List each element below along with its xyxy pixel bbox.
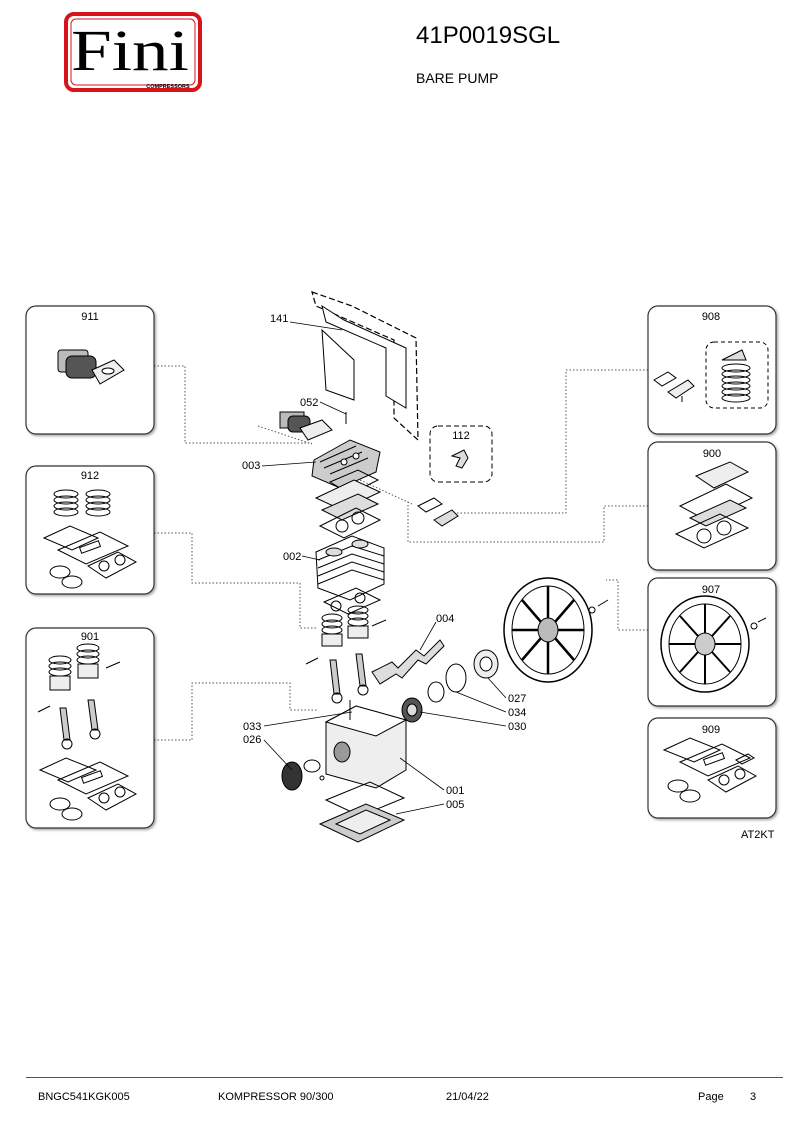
kit-label-900: 900 bbox=[703, 448, 721, 460]
kit-label-112: 112 bbox=[452, 430, 470, 442]
footer-doc-code: BNGC541KGK005 bbox=[38, 1091, 130, 1103]
kit-label-912: 912 bbox=[81, 470, 99, 482]
kit-901-parts bbox=[37, 643, 138, 821]
valve-plate-assembly bbox=[314, 469, 382, 539]
callout-002: 002 bbox=[283, 551, 301, 563]
callout-027: 027 bbox=[508, 693, 526, 705]
oil-cap bbox=[281, 759, 325, 791]
footer-date: 21/04/22 bbox=[446, 1091, 489, 1103]
kit-900-parts bbox=[674, 461, 754, 549]
crankshaft bbox=[371, 639, 445, 685]
footer-page-number: 3 bbox=[750, 1091, 757, 1103]
callout-004: 004 bbox=[436, 613, 454, 625]
footer-page-label: Page bbox=[698, 1091, 724, 1103]
callout-026: 026 bbox=[243, 734, 261, 746]
kit-907-parts bbox=[660, 595, 767, 693]
callout-033: 033 bbox=[243, 721, 261, 733]
valve-parts-052 bbox=[279, 411, 347, 441]
kit-911-parts bbox=[57, 349, 125, 385]
kit-909-parts bbox=[662, 737, 758, 803]
cylinder-block bbox=[315, 535, 385, 615]
part-description: BARE PUMP bbox=[416, 70, 499, 86]
elbow-fitting bbox=[450, 449, 469, 469]
callout-005: 005 bbox=[446, 799, 464, 811]
flywheel bbox=[503, 577, 609, 683]
kit-912-parts bbox=[42, 489, 138, 589]
callout-003: 003 bbox=[242, 460, 260, 472]
kit-label-909: 909 bbox=[702, 724, 720, 736]
cylinder-head bbox=[311, 439, 381, 489]
callout-034: 034 bbox=[508, 707, 526, 719]
logo-subtext: COMPRESSORS bbox=[146, 84, 190, 90]
pistons-and-rods bbox=[305, 605, 387, 704]
logo-wordmark: Fini bbox=[71, 18, 189, 83]
crankcase bbox=[324, 700, 408, 789]
part-number: 41P0019SGL bbox=[416, 22, 561, 49]
callout-141: 141 bbox=[270, 313, 288, 325]
head-connector-parts bbox=[417, 497, 459, 527]
fini-logo: Fini COMPRESSORS bbox=[64, 12, 202, 92]
kit-label-908: 908 bbox=[702, 311, 720, 323]
kit-box-908 bbox=[647, 305, 777, 435]
kit-box-900 bbox=[647, 441, 777, 571]
kit-label-911: 911 bbox=[81, 311, 99, 323]
callout-052: 052 bbox=[300, 397, 318, 409]
drawing-code: AT2KT bbox=[741, 829, 775, 841]
callout-030: 030 bbox=[508, 721, 526, 733]
kit-908-parts bbox=[653, 341, 769, 409]
crankcase-cover bbox=[318, 781, 406, 843]
footer-model: KOMPRESSOR 90/300 bbox=[218, 1091, 334, 1103]
footer-divider bbox=[26, 1077, 783, 1078]
kit-label-907: 907 bbox=[702, 584, 720, 596]
kit-label-901: 901 bbox=[81, 631, 99, 643]
callout-001: 001 bbox=[446, 785, 464, 797]
kit-box-912 bbox=[25, 465, 155, 595]
